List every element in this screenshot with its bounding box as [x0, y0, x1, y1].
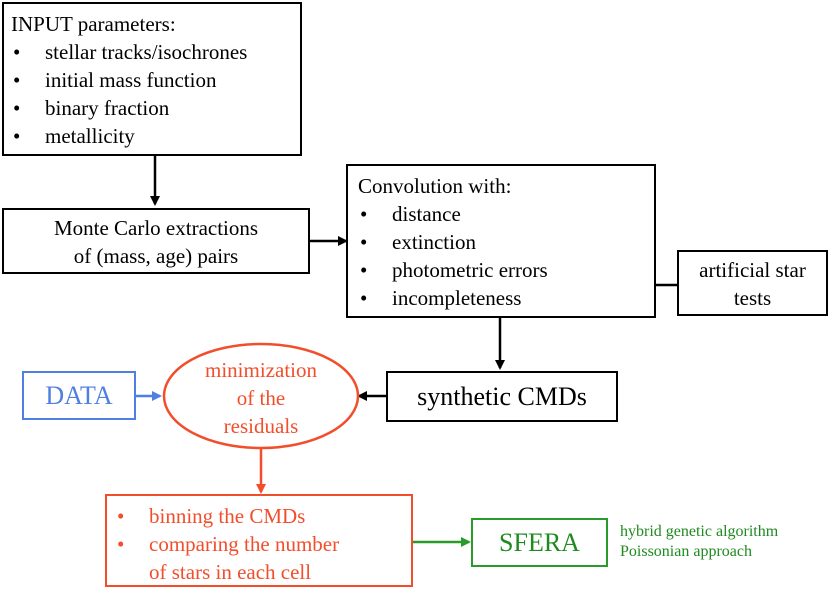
sfera-note-2: Poissonian approach [620, 543, 752, 560]
list-item: incompleteness [358, 284, 654, 312]
minimization-line-2: of the [236, 386, 286, 410]
binning-list: binning the CMDs comparing the number [115, 502, 411, 558]
data-label: DATA [45, 381, 113, 410]
synthetic-cmds-box: synthetic CMDs [386, 371, 618, 422]
monte-carlo-line-1: Monte Carlo extractions [53, 216, 259, 240]
convolution-list: distance extinction photometric errors i… [358, 200, 654, 312]
binning-box: binning the CMDs comparing the number of… [105, 494, 413, 587]
convolution-title: Convolution with: [358, 174, 512, 198]
sfera-note-1: hybrid genetic algorithm [620, 523, 779, 540]
list-item: metallicity [11, 122, 300, 150]
artificial-star-tests-box: artificial star tests [677, 250, 828, 316]
data-box: DATA [22, 371, 136, 420]
binning-continuation: of stars in each cell [149, 560, 312, 584]
minimization-line-1: minimization [205, 358, 317, 382]
sfera-notes: hybrid genetic algorithm Poissonian appr… [620, 522, 778, 562]
minimization-ellipse-shape [162, 342, 360, 450]
artificial-line-1: artificial star [699, 258, 806, 282]
list-item: distance [358, 200, 654, 228]
artificial-line-2: tests [733, 286, 772, 310]
convolution-box: Convolution with: distance extinction ph… [346, 164, 656, 318]
monte-carlo-line-2: of (mass, age) pairs [73, 244, 239, 268]
input-parameters-box: INPUT parameters: stellar tracks/isochro… [2, 2, 302, 156]
sfera-label: SFERA [499, 528, 580, 557]
sfera-box: SFERA [471, 518, 608, 567]
minimization-line-3: residuals [223, 414, 299, 438]
list-item: stellar tracks/isochrones [11, 38, 300, 66]
synthetic-cmds-label: synthetic CMDs [417, 382, 587, 411]
monte-carlo-box: Monte Carlo extractions of (mass, age) p… [2, 208, 310, 274]
list-item: comparing the number [115, 530, 411, 558]
list-item: photometric errors [358, 256, 654, 284]
input-parameters-list: stellar tracks/isochrones initial mass f… [11, 38, 300, 150]
list-item: binning the CMDs [115, 502, 411, 530]
list-item: extinction [358, 228, 654, 256]
list-item: initial mass function [11, 66, 300, 94]
minimization-ellipse: minimization of the residuals [164, 356, 358, 440]
input-parameters-title: INPUT parameters: [11, 12, 176, 36]
list-item: binary fraction [11, 94, 300, 122]
